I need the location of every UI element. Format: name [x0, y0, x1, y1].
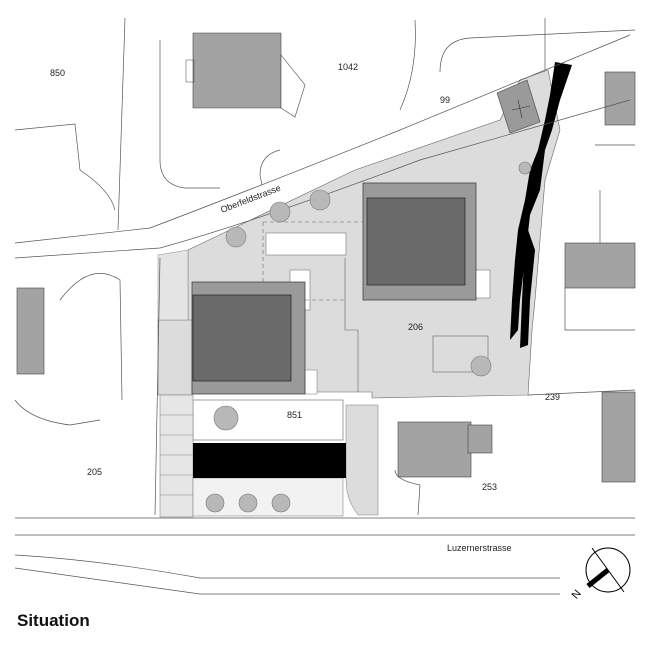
parcel-206: 206: [408, 322, 423, 332]
page-title: Situation: [17, 611, 90, 630]
parcel-99: 99: [440, 95, 450, 105]
black-wall: [510, 62, 572, 340]
north-arrow-letter: N: [570, 588, 584, 602]
north-arrow-icon: N: [570, 547, 631, 602]
parcel-253: 253: [482, 482, 497, 492]
parcel-851: 851: [287, 410, 302, 420]
parcel-239: 239: [545, 392, 560, 402]
parcel-850: 850: [50, 68, 65, 78]
black-annex-building: [193, 443, 346, 478]
trees: [205, 161, 532, 513]
parcel-1042: 1042: [338, 62, 358, 72]
building-south: [191, 281, 306, 395]
kiosk: [496, 79, 541, 134]
parking-strip: [159, 394, 379, 518]
black-wall-2: [520, 230, 535, 348]
neighbor-buildings: [16, 32, 636, 483]
street-luzernerstrasse: Luzernerstrasse: [447, 543, 512, 553]
building-north: [362, 182, 477, 301]
parcel-205: 205: [87, 467, 102, 477]
